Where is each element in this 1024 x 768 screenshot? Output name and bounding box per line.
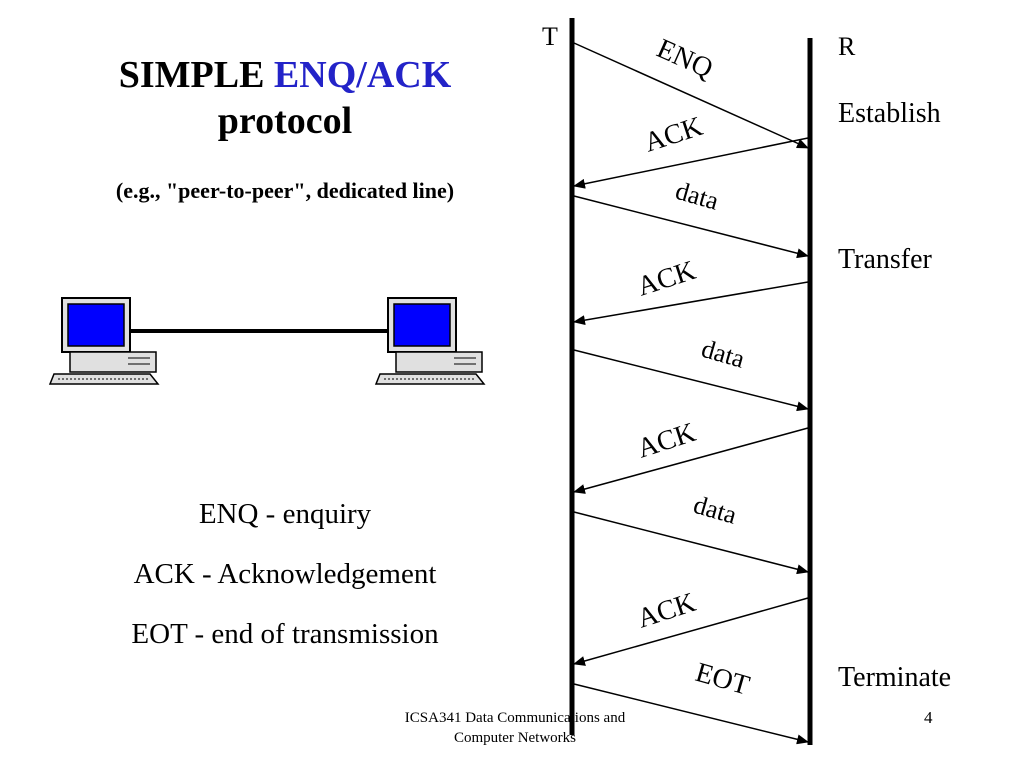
message-label-7: data (690, 490, 740, 530)
slide-subtitle: (e.g., "peer-to-peer", dedicated line) (115, 178, 455, 203)
receiver-label: R (838, 32, 856, 61)
title-protocol: protocol (217, 100, 353, 142)
message-arrow-6 (573, 427, 809, 494)
page-number: 4 (924, 708, 933, 727)
left-computer-screen (67, 303, 125, 347)
message-label-6: ACK (634, 417, 700, 465)
transmitter-label: T (542, 22, 558, 51)
legend-ack: ACK - Acknowledgement (133, 558, 437, 590)
message-label-8: ACK (634, 587, 700, 635)
message-arrow-3 (573, 195, 809, 259)
legend-eot: EOT - end of transmission (131, 618, 439, 650)
message-arrow-5 (573, 349, 809, 412)
phase-transfer: Transfer (838, 244, 933, 275)
title-simple: SIMPLE (118, 54, 274, 96)
message-label-4: ACK (634, 255, 700, 303)
phase-terminate: Terminate (838, 662, 951, 693)
message-label-5: data (698, 334, 748, 374)
footer-course-line2: Computer Networks (453, 730, 577, 746)
title-enq-ack: ENQ/ACK (273, 54, 452, 96)
message-arrow-8 (573, 597, 809, 666)
message-label-3: data (672, 176, 722, 216)
phase-establish: Establish (838, 98, 941, 129)
message-arrow-2 (573, 137, 809, 189)
message-label-2: ACK (641, 111, 707, 159)
legend-enq: ENQ - enquiry (198, 498, 372, 530)
left-computer-icon (48, 297, 160, 385)
message-arrow-9 (573, 683, 809, 745)
message-label-1: ENQ (652, 33, 717, 85)
slide-title: SIMPLE ENQ/ACK protocol (40, 52, 530, 144)
message-arrow-4 (573, 281, 809, 326)
message-arrow-7 (573, 511, 809, 575)
right-computer-screen (393, 303, 451, 347)
right-computer-icon (374, 297, 486, 385)
message-label-9: EOT (692, 657, 753, 702)
message-arrow-1 (573, 42, 809, 149)
